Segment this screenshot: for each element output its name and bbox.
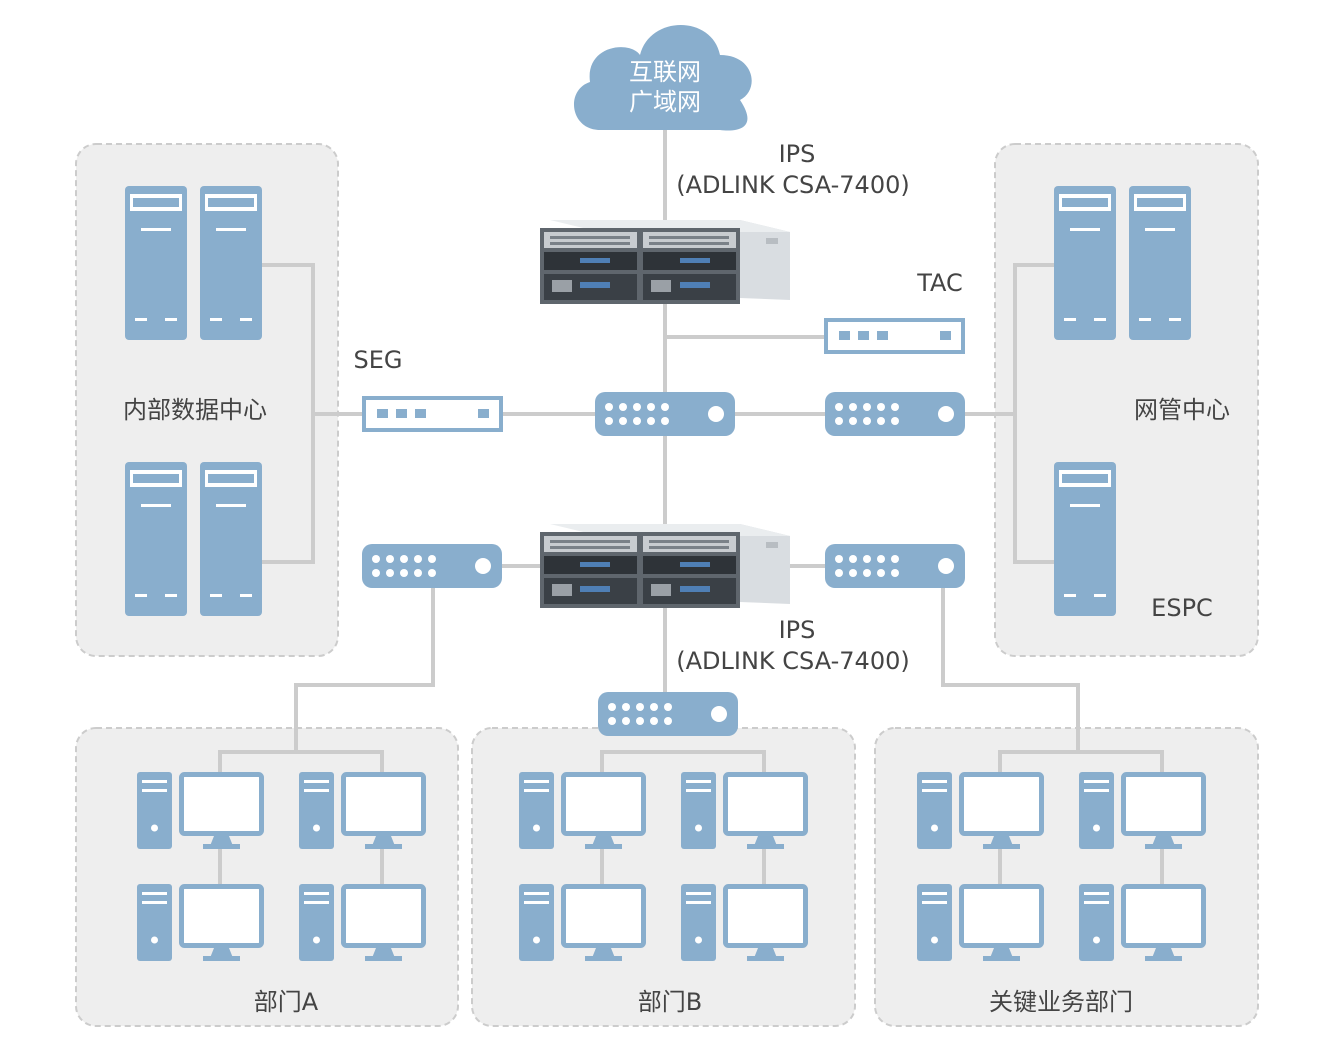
ips-bottom-name: IPS [779,616,816,644]
ips-top-model: (ADLINK CSA-7400) [676,171,909,199]
zone-label-dept-a: 部门A [254,988,319,1016]
zone-label-espc: ESPC [1151,594,1213,622]
ips-top-server-icon [540,220,790,304]
dept-b-switch-icon [598,692,738,736]
netmgmt-server-icon [1054,186,1116,340]
tac-label: TAC [916,269,963,297]
datacenter-server-icon [125,462,187,616]
dept-a-switch-icon [362,544,502,588]
tac-appliance-icon [824,318,965,354]
zone-label-netmgmt: 网管中心 [1134,396,1230,424]
ips-bottom-model: (ADLINK CSA-7400) [676,647,909,675]
espc-server-icon [1054,462,1116,616]
cloud-label-line1: 互联网 [629,58,701,86]
datacenter-server-icon [200,186,262,340]
core-switch-icon [595,392,735,436]
datacenter-server-icon [200,462,262,616]
datacenter-server-icon [125,186,187,340]
seg-appliance-icon [362,396,503,432]
ips-top-name: IPS [779,140,816,168]
cloud-label-line2: 广域网 [629,88,701,116]
netmgmt-server-icon [1129,186,1191,340]
mgmt-switch-icon [825,392,965,436]
ips-bottom-server-icon [540,524,790,608]
zone-label-dept-key: 关键业务部门 [989,988,1133,1016]
zone-label-dept-b: 部门B [638,988,702,1016]
cloud-icon: 互联网 广域网 [573,25,752,131]
zone-label-datacenter: 内部数据中心 [123,396,267,424]
seg-label: SEG [354,346,403,374]
dept-key-switch-icon [825,544,965,588]
